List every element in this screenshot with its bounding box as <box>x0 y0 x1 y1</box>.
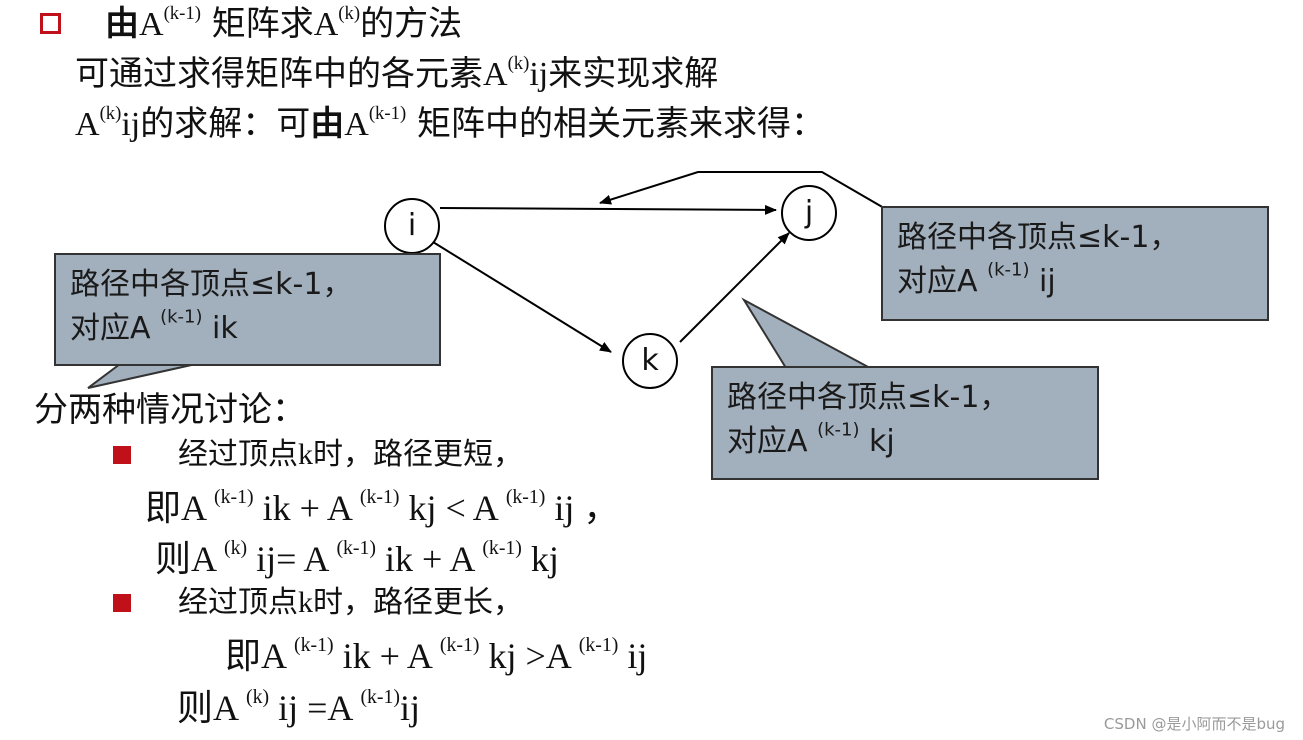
intro2-sup1: (k) <box>99 103 122 125</box>
case2-f2-s2: (k-1) <box>360 686 400 709</box>
case1-f1-s3: (k-1) <box>505 486 546 509</box>
case1-formula-1: 即A (k-1) ik + A (k-1) kj < A (k-1) ij ， <box>145 486 620 529</box>
callout-kj-pointer <box>741 297 871 369</box>
callout-ij-pointer <box>599 171 885 209</box>
intro1-sup: (k) <box>507 53 530 75</box>
callout-ik-sup: (k-1) <box>160 306 203 328</box>
case1-f2-s2: (k-1) <box>336 537 376 560</box>
node-j: j <box>781 185 837 241</box>
callout-kj-line2: 对应A (k-1) kj <box>727 420 1083 464</box>
case2-f1-t1: ik + A <box>333 636 440 676</box>
callout-ij: 路径中各顶点≤k-1， 对应A (k-1) ij <box>881 206 1269 321</box>
intro2-sup2: (k-1) <box>368 103 407 125</box>
case2-f1-c: 即 <box>225 636 262 677</box>
title-end: 的方法 <box>360 4 463 44</box>
intro2-mid: 的求解：可 <box>140 104 311 144</box>
case2-post: 时，路径更长， <box>313 585 523 620</box>
case1-f2-a1: A <box>191 539 225 579</box>
intro-line-1: 可通过求得矩阵中的各元素A(k)ij来实现求解 <box>75 54 718 95</box>
title-you: 由 <box>105 4 139 44</box>
case1-f2-c: 则 <box>155 539 192 580</box>
title-a1: A <box>139 6 164 43</box>
case2-f2-t1: ij =A <box>269 688 361 728</box>
callout-ik-line1: 路径中各顶点≤k-1， <box>70 267 353 302</box>
callout-ik: 路径中各顶点≤k-1， 对应A (k-1) ik <box>54 253 441 366</box>
case2-f2-c: 则 <box>177 688 214 729</box>
case2-f2-t2: ij <box>399 688 420 728</box>
intro2-post: 矩阵中的相关元素来求得： <box>406 104 825 144</box>
intro2-a2: A <box>344 106 369 143</box>
callout-ik-pre: 对应A <box>70 311 161 346</box>
case2-f1-s1: (k-1) <box>294 634 334 657</box>
callout-ij-sup: (k-1) <box>987 259 1030 281</box>
intro2-a1: A <box>75 106 100 143</box>
case2-f1-a1: A <box>261 636 295 676</box>
title-mid: 矩阵求 <box>200 4 314 44</box>
callout-kj-sup: (k-1) <box>817 419 860 441</box>
red-square-bullet <box>113 594 131 612</box>
case1-f1-s2: (k-1) <box>359 486 400 509</box>
case1-post: 时，路径更短， <box>313 437 523 472</box>
callout-ik-pointer <box>87 363 197 389</box>
edge-k-j <box>679 232 790 343</box>
callout-kj-line1: 路径中各顶点≤k-1， <box>727 380 1010 415</box>
node-i: i <box>384 198 440 254</box>
case1-f1-c: 即 <box>145 488 182 529</box>
case2-f2-a1: A <box>213 688 247 728</box>
intro1-sub: ij <box>529 56 549 93</box>
callout-ij-line2: 对应A (k-1) ij <box>897 260 1253 304</box>
callout-ij-line1: 路径中各顶点≤k-1， <box>897 220 1180 255</box>
callout-kj-pre: 对应A <box>727 424 818 459</box>
case1-f2-t1: ij= A <box>247 539 337 579</box>
callout-ik-post: ik <box>202 311 238 346</box>
case1-f1-t2: kj < A <box>399 488 506 528</box>
case1-f2-t3: kj <box>521 539 559 579</box>
case1-f2-s3: (k-1) <box>482 537 522 560</box>
intro2-you: 由 <box>310 104 345 144</box>
case2-f1-t2: kj >A <box>479 636 579 676</box>
case2-f1-t3: ij <box>618 636 648 676</box>
intro2-ij: ij <box>121 106 141 143</box>
section-title: 由A(k-1) 矩阵求A(k)的方法 <box>105 4 462 45</box>
edge-i-k <box>432 241 612 353</box>
intro1-a: A <box>483 56 508 93</box>
case1-f1-t3: ij ， <box>545 488 620 528</box>
case1-f1-s1: (k-1) <box>214 486 254 509</box>
case1-f1-a1: A <box>181 488 215 528</box>
case1-f2-t2: ik + A <box>376 539 483 579</box>
watermark: CSDN @是小阿而不是bug <box>1103 715 1285 733</box>
title-sup2: (k) <box>338 3 361 25</box>
intro1-pre: 可通过求得矩阵中的各元素 <box>75 54 483 94</box>
callout-ij-pre: 对应A <box>897 264 988 299</box>
red-square-bullet <box>113 446 131 464</box>
edge-i-j <box>439 204 777 215</box>
callout-ij-post: ij <box>1029 264 1056 299</box>
case1-formula-2: 则A (k) ij= A (k-1) ik + A (k-1) kj <box>155 537 559 580</box>
case2-formula-2: 则A (k) ij =A (k-1)ij <box>177 686 420 729</box>
case1-k: k <box>298 438 313 471</box>
case2-formula-1: 即A (k-1) ik + A (k-1) kj >A (k-1) ij <box>225 634 648 677</box>
callout-ik-line2: 对应A (k-1) ik <box>70 307 425 351</box>
node-k: k <box>622 333 678 389</box>
title-a2: A <box>313 6 339 43</box>
intro1-post: 来实现求解 <box>548 54 719 94</box>
callout-kj-post: kj <box>859 424 895 459</box>
case1-f1-t1: ik + A <box>253 488 360 528</box>
case2-pre: 经过顶点 <box>178 585 298 620</box>
case1-heading: 经过顶点k时，路径更短， <box>178 436 523 474</box>
case2-f1-s3: (k-1) <box>578 634 619 657</box>
intro-line-2: A(k)ij的求解：可由A(k-1) 矩阵中的相关元素来求得： <box>75 104 825 145</box>
case2-f2-s1: (k) <box>246 686 270 709</box>
case1-f2-s1: (k) <box>224 537 248 560</box>
case2-k: k <box>298 586 313 619</box>
case1-pre: 经过顶点 <box>178 437 298 472</box>
hollow-square-bullet <box>40 13 61 34</box>
discussion-heading: 分两种情况讨论： <box>34 390 306 430</box>
callout-kj: 路径中各顶点≤k-1， 对应A (k-1) kj <box>711 366 1099 480</box>
title-sup1: (k-1) <box>163 3 201 25</box>
case2-f1-s2: (k-1) <box>439 634 480 657</box>
case2-heading: 经过顶点k时，路径更长， <box>178 584 523 622</box>
